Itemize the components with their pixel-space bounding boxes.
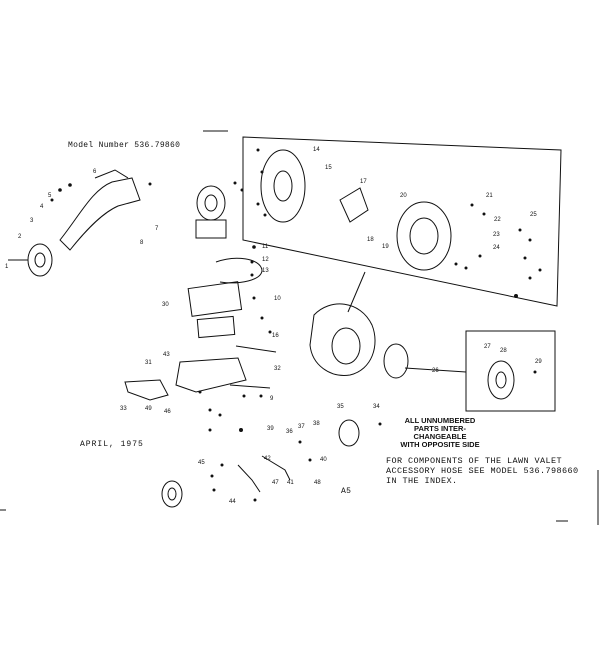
left-wheel-hub	[34, 252, 46, 268]
engine-pulley	[196, 185, 226, 221]
blower-housing-inset-box	[242, 136, 562, 307]
callout-47: 47	[272, 480, 279, 486]
callout-18: 18	[367, 237, 374, 243]
callout-25: 25	[530, 212, 537, 218]
mount-bracket	[196, 315, 236, 339]
callout-33: 33	[120, 406, 127, 412]
inset-wheel-hub	[495, 371, 507, 389]
link-rod	[235, 345, 277, 353]
link-rod	[229, 384, 271, 389]
drive-belt	[215, 257, 263, 284]
callout-40: 40	[320, 457, 327, 463]
pulley-bracket	[195, 219, 227, 239]
blower-housing	[309, 303, 376, 376]
components-line-1: FOR COMPONENTS OF THE LAWN VALET	[386, 456, 563, 466]
callout-31: 31	[145, 360, 152, 366]
lever	[261, 455, 291, 481]
callout-23: 23	[493, 232, 500, 238]
callout-32: 32	[274, 366, 281, 372]
callout-11: 11	[262, 244, 269, 250]
callout-2: 2	[18, 234, 22, 240]
callout-4: 4	[40, 204, 44, 210]
callout-43: 43	[163, 352, 170, 358]
callout-44: 44	[229, 499, 236, 505]
inset-wheel	[487, 360, 515, 400]
callout-36: 36	[286, 429, 293, 435]
callout-46: 46	[164, 409, 171, 415]
callout-12: 12	[262, 257, 269, 263]
callout-30: 30	[162, 302, 169, 308]
impeller-center	[273, 170, 293, 202]
callout-1: 1	[5, 264, 9, 270]
wheel-inset-box	[465, 330, 556, 412]
model-number-label: Model Number 536.79860	[68, 141, 181, 150]
lever	[237, 464, 261, 493]
callout-37: 37	[298, 424, 305, 430]
page-code: A5	[341, 487, 352, 496]
callout-16: 16	[272, 333, 279, 339]
callout-9: 9	[270, 396, 274, 402]
callout-28: 28	[500, 348, 507, 354]
callout-34: 34	[373, 404, 380, 410]
callout-38: 38	[313, 421, 320, 427]
callout-10: 10	[274, 296, 281, 302]
hardware-dots	[50, 148, 542, 502]
callout-41: 41	[287, 480, 294, 486]
callout-labels: 1 2 3 4 5 6 7 8 9 10 11 12 13 14 15 16 1…	[5, 147, 542, 505]
callout-3: 3	[30, 218, 34, 224]
drive-wheel	[338, 419, 360, 447]
housing-cover-inner	[409, 217, 439, 255]
callout-48: 48	[314, 480, 321, 486]
callout-27: 27	[484, 344, 491, 350]
engine-mount-plate	[187, 281, 243, 317]
components-note: FOR COMPONENTS OF THE LAWN VALET ACCESSO…	[386, 456, 579, 486]
bottom-wheel	[161, 480, 183, 508]
callout-24: 24	[493, 245, 500, 251]
lower-arm	[124, 379, 169, 401]
rear-wheel	[383, 343, 409, 379]
callout-5: 5	[48, 193, 52, 199]
housing-cover	[396, 201, 452, 271]
callout-6: 6	[93, 169, 97, 175]
callout-13: 13	[262, 268, 269, 274]
callout-45: 45	[198, 460, 205, 466]
unnumbered-parts-note: ALL UNNUMBERED PARTS INTER-CHANGEABLE WI…	[395, 417, 485, 449]
note-line-3: WITH OPPOSITE SIDE	[400, 440, 480, 449]
callout-19: 19	[382, 244, 389, 250]
engine-pulley-hub	[204, 194, 218, 212]
callout-29: 29	[535, 359, 542, 365]
callout-17: 17	[360, 179, 367, 185]
callout-8: 8	[140, 240, 144, 246]
date-label: APRIL, 1975	[80, 440, 144, 449]
callout-15: 15	[325, 165, 332, 171]
note-line-1: ALL UNNUMBERED	[404, 416, 476, 425]
callout-7: 7	[155, 226, 159, 232]
callout-42: 42	[264, 456, 271, 462]
bottom-wheel-hub	[167, 487, 177, 501]
note-line-2: PARTS INTER-CHANGEABLE	[413, 424, 467, 441]
handle-bracket	[94, 169, 129, 179]
components-line-2: ACCESSORY HOSE SEE MODEL 536.798660	[386, 466, 579, 476]
callout-35: 35	[337, 404, 344, 410]
callout-14: 14	[313, 147, 320, 153]
blower-housing-opening	[331, 327, 361, 365]
left-wheel	[27, 243, 53, 277]
callout-22: 22	[494, 217, 501, 223]
components-line-3: IN THE INDEX.	[386, 476, 458, 486]
impeller-disk	[260, 149, 306, 223]
callout-39: 39	[267, 426, 274, 432]
callout-20: 20	[400, 193, 407, 199]
handle-arm	[59, 177, 141, 251]
leader-line	[404, 367, 467, 373]
callout-21: 21	[486, 193, 493, 199]
impeller-blade	[339, 187, 369, 223]
callout-26: 26	[432, 368, 439, 374]
callout-49: 49	[145, 406, 152, 412]
chassis-plate	[175, 357, 247, 393]
